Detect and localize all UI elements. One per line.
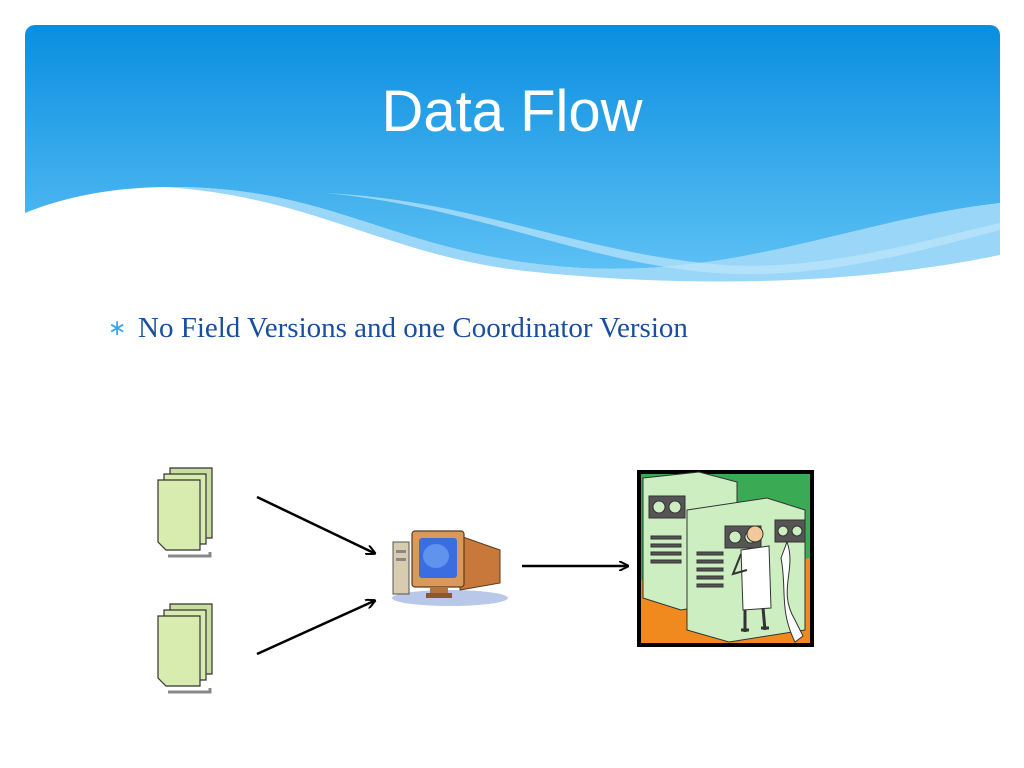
banner-wave-background (25, 25, 1000, 282)
flow-arrow (256, 601, 374, 656)
bullet-text: No Field Versions and one Coordinator Ve… (138, 311, 688, 344)
bullet-marker-icon: ∗ (108, 315, 127, 341)
document-stack-icon (157, 603, 213, 694)
flow-arrow (256, 495, 374, 553)
mainframe-technician-icon (637, 470, 814, 647)
bullet-item: ∗ No Field Versions and one Coordinator … (108, 310, 688, 346)
desktop-computer-icon (392, 530, 508, 606)
document-stack-icon (157, 467, 213, 558)
title-banner (25, 25, 1000, 285)
slide-title: Data Flow (381, 79, 643, 144)
